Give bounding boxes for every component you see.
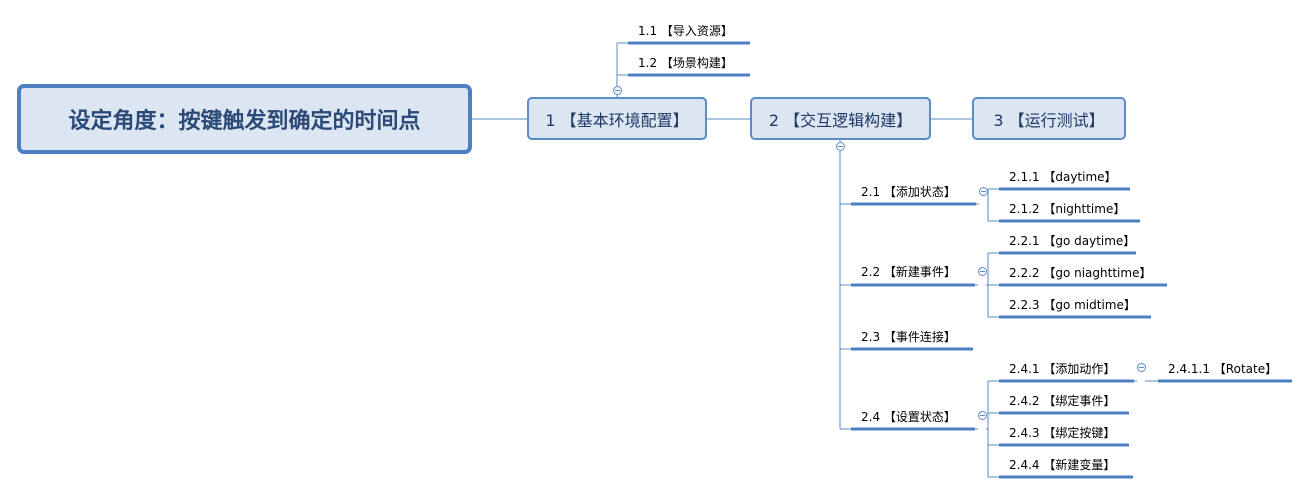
topic-2-2-1[interactable]: 2.2.1 【go daytime】 [1009,234,1136,248]
topic-2-4-1-1[interactable]: 2.4.1.1 【Rotate】 [1168,362,1278,376]
topic-2-4-2[interactable]: 2.4.2 【绑定事件】 [1009,394,1116,408]
collapse-toggle-topic-2-4[interactable] [978,411,987,420]
topic-1-1[interactable]: 1.1 【导入资源】 [638,24,733,38]
topic-2-interaction-logic[interactable]: 2 【交互逻辑构建】 [750,97,931,140]
collapse-toggle-topic-2-1[interactable] [979,187,988,196]
topic-2-4-4[interactable]: 2.4.4 【新建变量】 [1009,458,1116,472]
topic-2-1[interactable]: 2.1 【添加状态】 [861,185,956,199]
topic-2-4[interactable]: 2.4 【设置状态】 [861,410,956,424]
topic-1-basic-environment[interactable]: 1 【基本环境配置】 [527,97,707,140]
topic-2-2-2[interactable]: 2.2.2 【go niaghttime】 [1009,266,1152,280]
collapse-toggle-topic-2-4-1[interactable] [1137,363,1146,372]
collapse-toggle-topic-2[interactable] [836,142,845,151]
topic-2-2-3[interactable]: 2.2.3 【go midtime】 [1009,298,1136,312]
topic-3-run-test[interactable]: 3 【运行测试】 [972,97,1126,140]
topic-1-2[interactable]: 1.2 【场景构建】 [638,56,733,70]
topic-2-1-1[interactable]: 2.1.1 【daytime】 [1009,170,1117,184]
topic-2-2[interactable]: 2.2 【新建事件】 [861,265,956,279]
collapse-toggle-topic-1[interactable] [613,86,622,95]
topic-2-3[interactable]: 2.3 【事件连接】 [861,330,956,344]
topic-2-4-3[interactable]: 2.4.3 【绑定按键】 [1009,426,1116,440]
root-topic[interactable]: 设定角度：按键触发到确定的时间点 [17,84,472,154]
collapse-toggle-topic-2-2[interactable] [978,267,987,276]
topic-2-4-1[interactable]: 2.4.1 【添加动作】 [1009,362,1116,376]
topic-2-1-2[interactable]: 2.1.2 【nighttime】 [1009,202,1126,216]
